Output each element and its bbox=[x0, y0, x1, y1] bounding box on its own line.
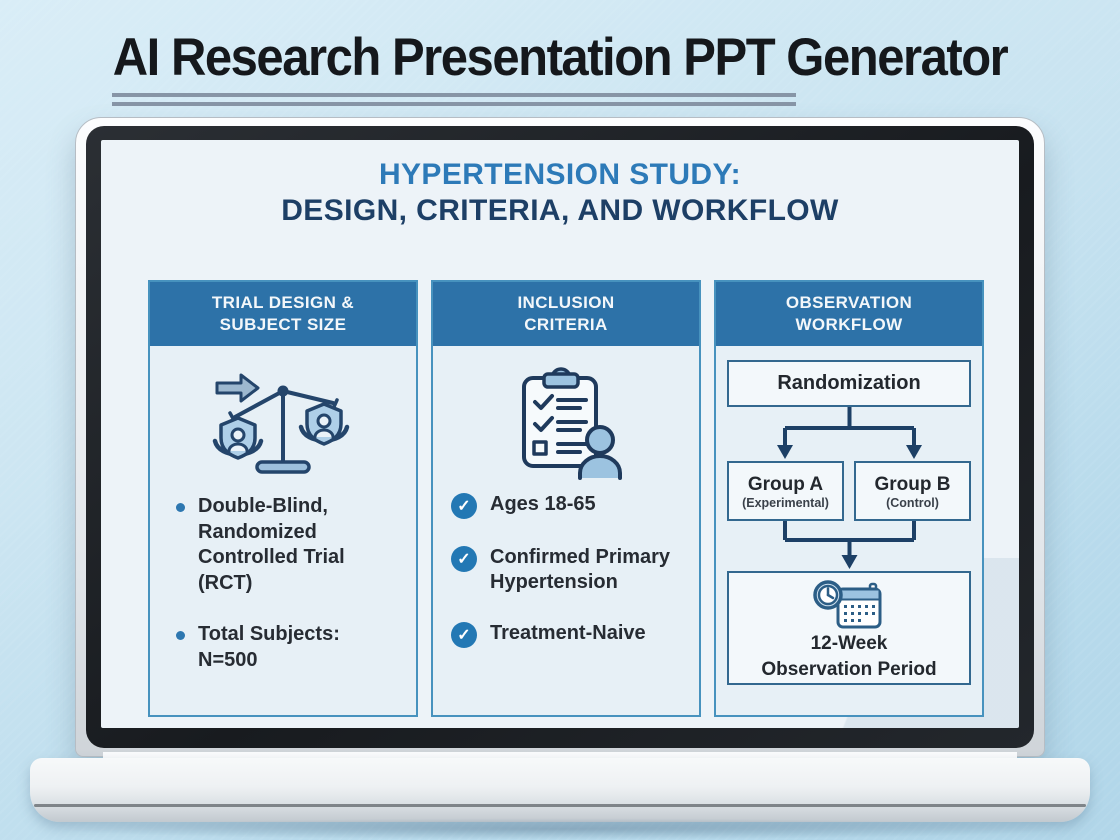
card-inclusion-criteria: INCLUSION CRITERIA bbox=[431, 280, 701, 717]
card-header-line: WORKFLOW bbox=[795, 315, 903, 334]
check-icon: ✓ bbox=[451, 622, 477, 648]
group-a-title: Group A bbox=[747, 473, 824, 495]
slide-title-line2: DESIGN, CRITERIA, AND WORKFLOW bbox=[281, 194, 839, 227]
check-icon: ✓ bbox=[451, 546, 477, 572]
check-label: Treatment-Naive bbox=[490, 622, 646, 644]
laptop-base bbox=[30, 758, 1090, 822]
observation-period-line2: Observation Period bbox=[761, 659, 937, 680]
observation-period-line1: 12-Week bbox=[810, 633, 888, 655]
page-title: AI Research Presentation PPT Generator bbox=[112, 27, 1009, 87]
check-item: ✓ Confirmed Primary Hypertension bbox=[451, 545, 689, 595]
flow-node-randomization: Randomization bbox=[727, 360, 971, 407]
card-observation-workflow-header: OBSERVATION WORKFLOW bbox=[716, 282, 982, 346]
card-header-line: OBSERVATION bbox=[785, 292, 913, 312]
group-b-subtitle: (Control) bbox=[886, 495, 939, 510]
bullet-item: Double-Blind, Randomized Controlled Tria… bbox=[174, 494, 402, 596]
bullet-item: Total Subjects: N=500 bbox=[174, 622, 402, 673]
card-header-line: INCLUSION bbox=[517, 292, 615, 312]
presentation-slide: HYPERTENSION STUDY: DESIGN, CRITERIA, AN… bbox=[101, 140, 1019, 728]
card-inclusion-criteria-body: ✓ Ages 18-65 ✓ Confirmed Primary Hyperte… bbox=[433, 346, 699, 715]
inclusion-criteria-list: ✓ Ages 18-65 ✓ Confirmed Primary Hyperte… bbox=[451, 492, 689, 648]
card-header-line: SUBJECT SIZE bbox=[219, 315, 347, 334]
flow-node-observation-period: 12-Week Observation Period bbox=[727, 571, 971, 685]
flow-node-group-b: Group B (Control) bbox=[854, 461, 971, 521]
slide-columns: TRIAL DESIGN & SUBJECT SIZE bbox=[148, 280, 984, 717]
group-a-subtitle: (Experimental) bbox=[742, 495, 829, 510]
check-label: Ages 18-65 bbox=[490, 493, 596, 515]
balance-scale-icon bbox=[212, 373, 350, 474]
laptop-base-seam bbox=[34, 804, 1086, 807]
card-trial-design-header: TRIAL DESIGN & SUBJECT SIZE bbox=[150, 282, 416, 346]
card-header-line: CRITERIA bbox=[524, 315, 608, 334]
clipboard-checklist-icon bbox=[522, 367, 622, 480]
card-trial-design: TRIAL DESIGN & SUBJECT SIZE bbox=[148, 280, 418, 717]
card-trial-design-body: Double-Blind, Randomized Controlled Tria… bbox=[150, 346, 416, 715]
card-observation-workflow-body: Randomization Group A bbox=[716, 346, 982, 715]
flow-node-group-a: Group A (Experimental) bbox=[727, 461, 844, 521]
trial-design-bullet-list: Double-Blind, Randomized Controlled Tria… bbox=[174, 494, 402, 674]
slide-title-line1: HYPERTENSION STUDY: bbox=[378, 158, 742, 191]
slide-title: HYPERTENSION STUDY: DESIGN, CRITERIA, AN… bbox=[101, 157, 1019, 229]
check-item: ✓ Treatment-Naive bbox=[451, 621, 689, 648]
check-label: Confirmed Primary Hypertension bbox=[490, 546, 671, 593]
card-inclusion-criteria-header: INCLUSION CRITERIA bbox=[433, 282, 699, 346]
check-item: ✓ Ages 18-65 bbox=[451, 492, 689, 519]
card-header-line: TRIAL DESIGN & bbox=[211, 292, 355, 312]
card-observation-workflow: OBSERVATION WORKFLOW Randomization bbox=[714, 280, 984, 717]
clock-calendar-icon bbox=[813, 580, 882, 629]
check-icon: ✓ bbox=[451, 493, 477, 519]
group-b-title: Group B bbox=[874, 473, 951, 495]
flow-split-connector bbox=[776, 407, 922, 459]
flow-merge-connector bbox=[782, 521, 916, 569]
flow-groups-row: Group A (Experimental) Group B (Control) bbox=[727, 461, 971, 521]
title-double-underline bbox=[112, 93, 796, 106]
laptop-shadow bbox=[55, 818, 1065, 840]
